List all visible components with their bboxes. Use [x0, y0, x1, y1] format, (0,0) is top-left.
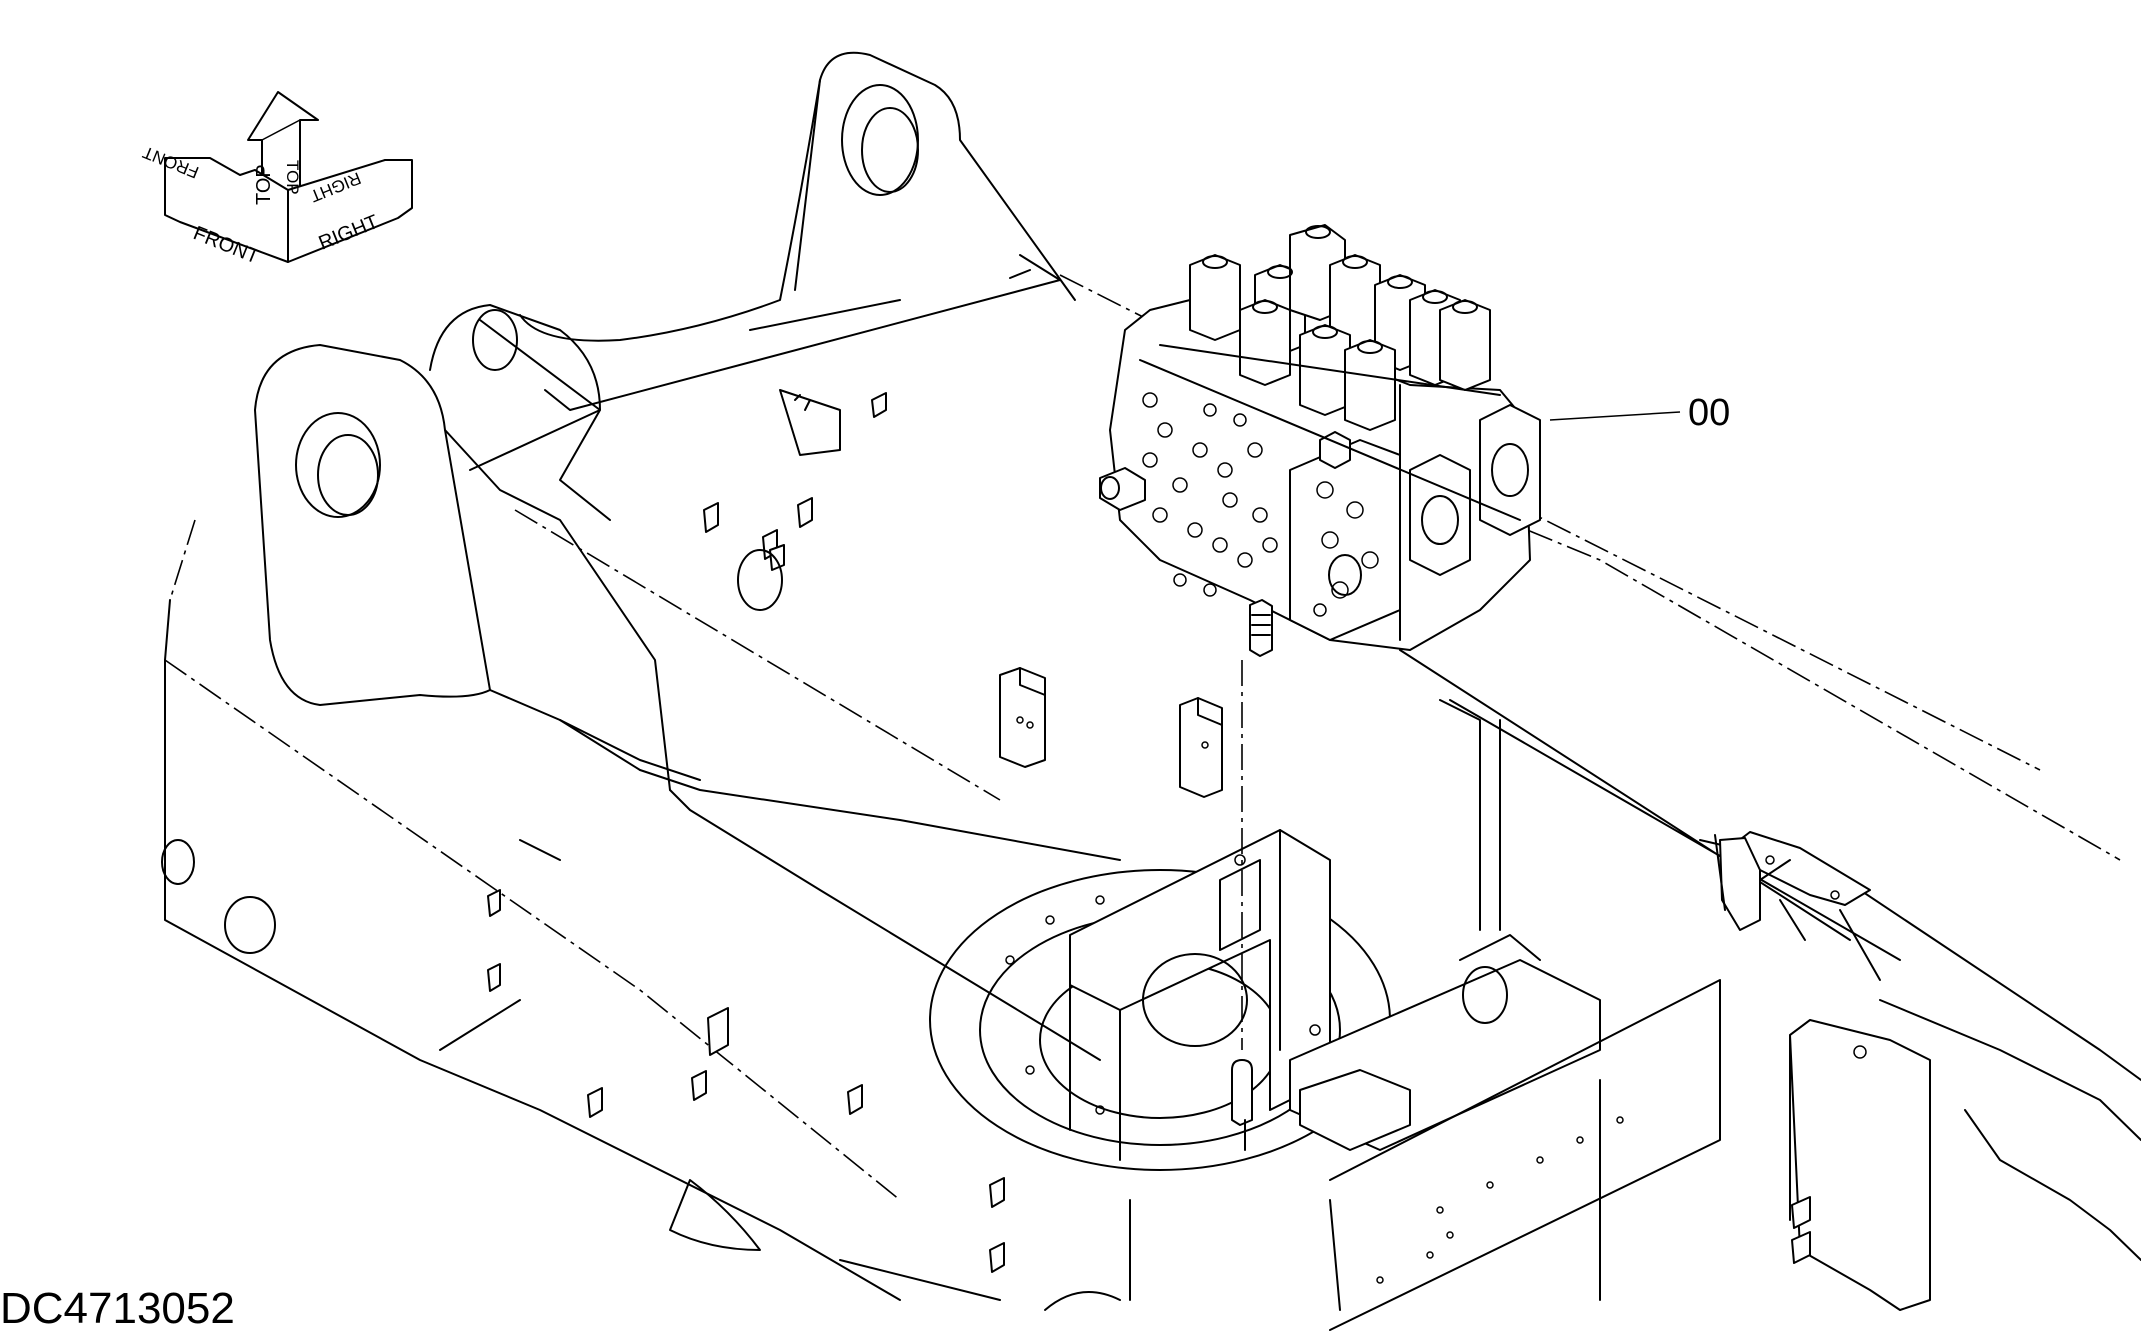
control-valve	[1099, 224, 1541, 657]
svg-text:TOP: TOP	[283, 160, 302, 195]
mounting-clips	[487, 389, 1811, 1273]
shims	[999, 667, 1223, 798]
part-callout: 00	[1549, 392, 1730, 434]
side-rails	[161, 509, 1131, 1311]
drawing-id-label: DC4713052	[0, 1284, 235, 1333]
cross-member	[1289, 934, 1721, 1331]
orientation-top-label: TOP	[253, 164, 275, 205]
part-number-label: 00	[1688, 392, 1730, 434]
valve-support-frame	[1069, 660, 1331, 1161]
boom-foot-brackets	[254, 51, 1076, 791]
orientation-indicator: FRONT TOP RIGHT FRONT TOP RIGHT	[140, 91, 413, 268]
